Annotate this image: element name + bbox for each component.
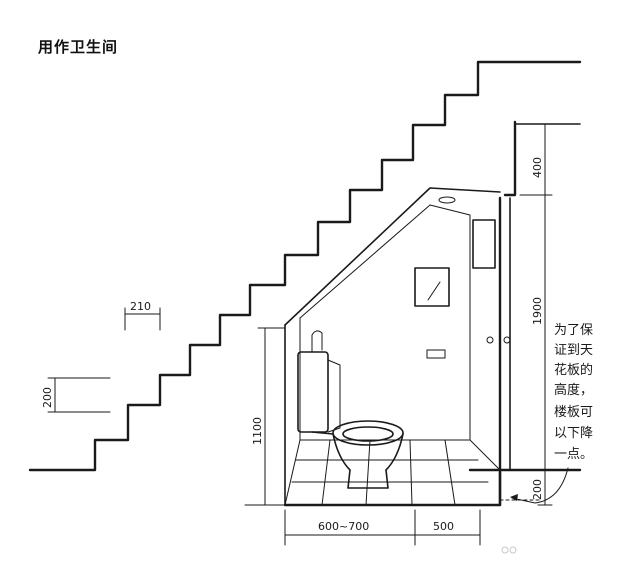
flush-pipe-icon [311,330,323,353]
window-icon [414,267,450,307]
room-ceiling-right [429,204,471,216]
stair-soffit [284,187,501,326]
note-line: 楼板可 [554,405,593,420]
dim-floor-drop [537,469,553,506]
water-tank-icon [297,351,329,433]
dim-riser [47,377,111,413]
door-handle-icon [486,336,494,344]
toilet-icon [311,420,404,489]
room-ceiling-back [299,204,431,319]
upper-slab [503,120,517,197]
window-glare [427,281,441,301]
dim-tank-height [244,327,286,506]
floor-tiles [291,439,489,506]
dim-room-height [537,194,553,471]
dim-tread-label: 210 [130,300,151,313]
dim-tread [124,307,161,331]
room-floor-left [284,439,301,506]
note-line: 为了保 [554,323,593,338]
dim-riser-label: 200 [41,387,54,408]
dim-top [519,123,553,196]
door-vent-icon [472,219,496,269]
page-title: 用作卫生间 [38,38,119,56]
room-floor-right [469,439,501,471]
note-line: 高度， [554,382,593,398]
note-line: 一点。 [554,447,593,462]
floor-drop-edge [283,470,502,507]
note-line: 以下降 [554,426,593,441]
dim-room-height-label: 1900 [531,297,544,325]
watermark-icon [501,546,517,554]
dim-width-front-label: 600~700 [318,520,369,533]
dim-tank-height-label: 1100 [251,417,264,445]
dim-bottom [284,509,481,546]
tank-side-panel [327,359,341,433]
ceiling-light-icon [438,196,456,204]
dim-floor-drop-label: 200 [531,479,544,500]
dim-top-label: 400 [531,157,544,178]
note-line: 证到天 [554,343,593,358]
note-arrow-icon [510,494,518,501]
dim-width-back-label: 500 [433,520,454,533]
note-leader [511,467,569,504]
door-hinge-icon [503,336,511,344]
note: 为了保 证到天 花板的 高度， 楼板可 以下降 一点。 [554,323,593,462]
note-line: 花板的 [554,362,593,378]
staircase-profile [28,60,582,472]
toilet-paper-holder-icon [426,349,446,359]
